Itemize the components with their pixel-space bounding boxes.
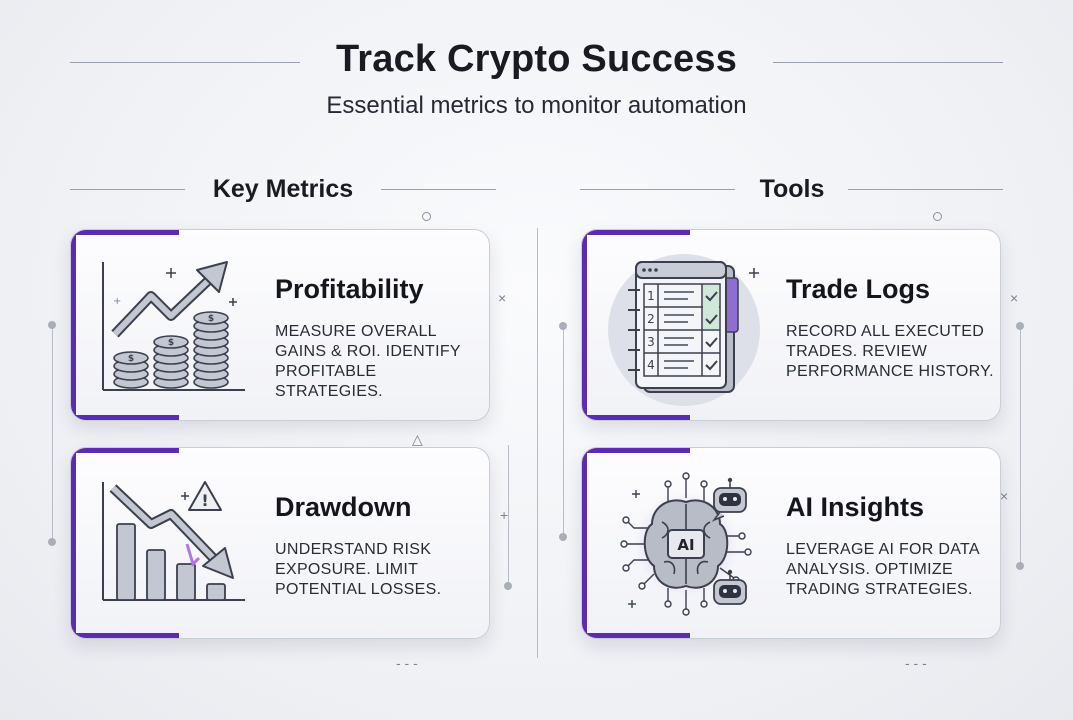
center-right-dot-bottom: [559, 533, 567, 541]
card-drawdown: ! Drawdown UNDERSTAND RISK EXPOSURE. LIM…: [70, 447, 490, 639]
card-description: MEASURE OVERALL GAINS & ROI. IDENTIFY PR…: [275, 322, 485, 402]
card-accent-bar: [71, 448, 76, 638]
description-line: UNDERSTAND RISK: [275, 541, 432, 558]
card-profitability: $ $ $ + Profitability MEASURE OVERALL GAIN…: [70, 229, 490, 421]
brain-label: AI: [677, 536, 694, 554]
left-connector-dot-bottom: [48, 538, 56, 546]
right-connector-dot-top: [1016, 322, 1024, 330]
card-accent-bar: [582, 230, 587, 420]
page-subtitle: Essential metrics to monitor automation: [326, 92, 747, 119]
card-ai-insights: AI AI Insights LEVERAGE AI FOR DATA ANAL…: [581, 447, 1001, 639]
left-connector-line: [52, 325, 53, 545]
description-line: TRADES. REVIEW: [786, 343, 928, 360]
description-line: POTENTIAL LOSSES.: [275, 581, 442, 598]
svg-text:$: $: [168, 338, 174, 348]
log-row-number: 4: [647, 358, 655, 372]
svg-text:$: $: [208, 314, 214, 324]
card-description: UNDERSTAND RISK EXPOSURE. LIMIT POTENTIA…: [275, 540, 485, 600]
card-accent-bottom: [582, 415, 690, 420]
log-row-number: 1: [647, 289, 655, 303]
triangle-icon: △: [412, 431, 423, 447]
card-title: Trade Logs: [786, 274, 931, 304]
dash-icon-5: - - -: [905, 655, 927, 671]
section-heading-key-metrics: Key Metrics: [212, 175, 354, 203]
log-row-number: 2: [647, 312, 655, 326]
description-line: RECORD ALL EXECUTED: [786, 323, 985, 340]
section-rule-right-1: [580, 189, 735, 190]
center-divider: [537, 228, 538, 658]
description-line: MEASURE OVERALL: [275, 323, 437, 340]
section-rule-left-1: [70, 189, 185, 190]
card-title: AI Insights: [786, 492, 925, 522]
card-accent-bar: [71, 230, 76, 420]
x-mark-icon-3: ×: [1000, 488, 1009, 504]
x-mark-icon: ×: [498, 290, 507, 306]
right-connector-dot-bottom: [1016, 562, 1024, 570]
svg-text:$: $: [128, 354, 134, 364]
card-trade-logs: 1 2 3 4 Trade Logs RECORD ALL EXECUTED T…: [581, 229, 1001, 421]
log-row-number: 3: [647, 335, 655, 349]
center-left-connector: [508, 445, 509, 585]
left-connector-dot-top: [48, 321, 56, 329]
section-rule-right-2: [848, 189, 1003, 190]
card-accent-top: [582, 230, 690, 235]
description-line: TRADING STRATEGIES.: [786, 581, 973, 598]
section-rule-left-2: [381, 189, 496, 190]
rising-chart-coins-icon: $ $ $ +: [93, 252, 253, 402]
svg-text:!: !: [201, 491, 208, 510]
card-title: Profitability: [275, 274, 424, 304]
card-accent-bottom: [582, 633, 690, 638]
center-right-dot-top: [559, 322, 567, 330]
center-right-connector: [563, 326, 564, 536]
deco-circle-3: [933, 212, 942, 221]
page-title: Track Crypto Success: [335, 38, 738, 80]
description-line: PERFORMANCE HISTORY.: [786, 363, 994, 380]
description-line: GAINS & ROI. IDENTIFY: [275, 343, 461, 360]
description-line: PROFITABLE STRATEGIES.: [275, 363, 383, 400]
section-heading-tools: Tools: [759, 175, 825, 203]
x-mark-icon-2: ×: [1010, 290, 1019, 306]
dash-icon-4: - - -: [396, 655, 418, 671]
card-title: Drawdown: [275, 492, 412, 522]
card-accent-top: [582, 448, 690, 453]
card-accent-top: [71, 230, 179, 235]
svg-text:+: +: [113, 296, 121, 307]
card-accent-bottom: [71, 415, 179, 420]
falling-chart-warning-icon: !: [93, 466, 253, 616]
card-accent-bar: [582, 448, 587, 638]
title-rule-left: [70, 62, 300, 63]
trade-log-notebook-icon: 1 2 3 4: [602, 248, 762, 406]
ai-brain-robots-icon: AI: [608, 466, 768, 616]
deco-circle-1: [422, 212, 431, 221]
card-accent-bottom: [71, 633, 179, 638]
title-rule-right: [773, 62, 1003, 63]
card-description: RECORD ALL EXECUTED TRADES. REVIEW PERFO…: [786, 322, 996, 382]
plus-icon: +: [500, 507, 509, 523]
card-description: LEVERAGE AI FOR DATA ANALYSIS. OPTIMIZE …: [786, 540, 996, 600]
description-line: LEVERAGE AI FOR DATA: [786, 541, 980, 558]
right-connector-line: [1020, 326, 1021, 566]
card-accent-top: [71, 448, 179, 453]
center-left-dot: [504, 582, 512, 590]
description-line: ANALYSIS. OPTIMIZE: [786, 561, 953, 578]
description-line: EXPOSURE. LIMIT: [275, 561, 419, 578]
